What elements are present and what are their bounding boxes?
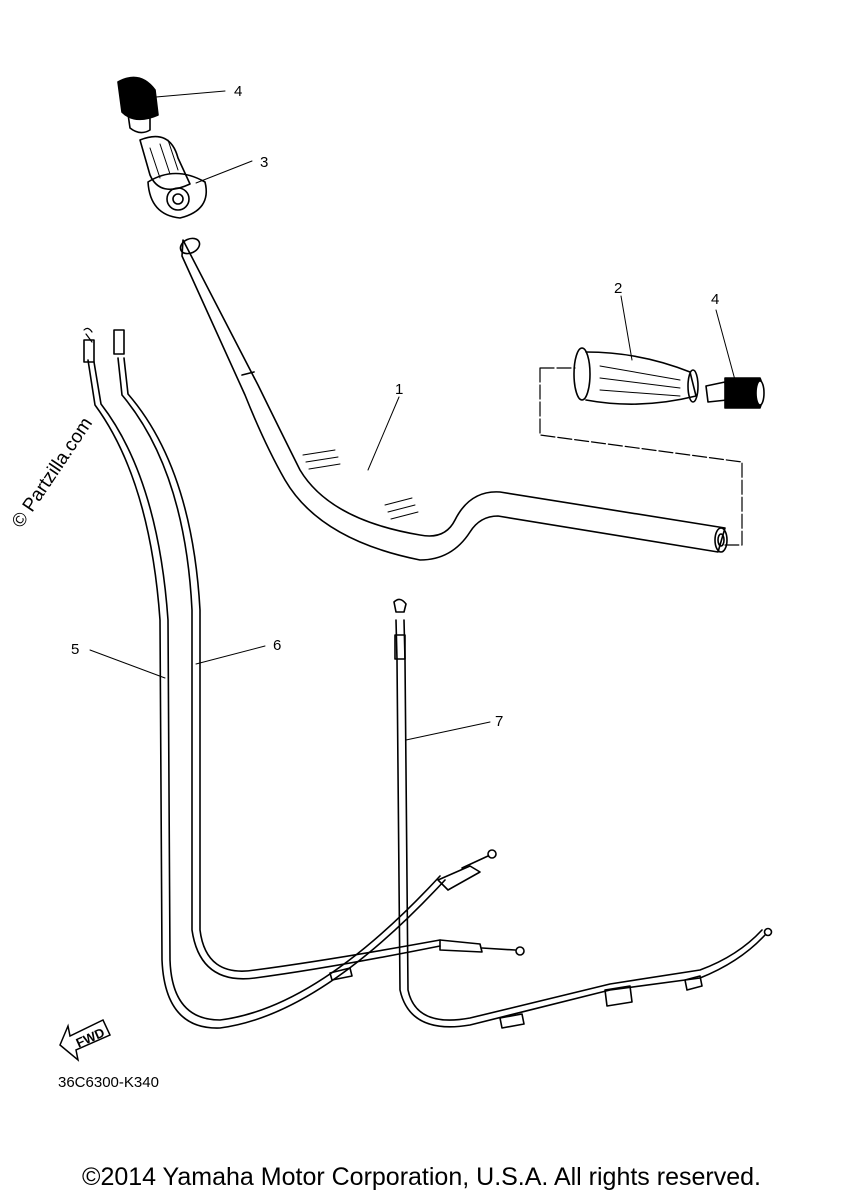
callout-1: 1 — [395, 381, 403, 398]
callout-4-right: 4 — [711, 291, 719, 308]
callout-3: 3 — [260, 154, 268, 171]
bar-end-weight-right — [705, 377, 765, 409]
copyright-notice: ©2014 Yamaha Motor Corporation, U.S.A. A… — [82, 1163, 761, 1191]
right-grip — [573, 347, 699, 405]
callout-7: 7 — [495, 713, 503, 730]
throttle-cable-6 — [113, 329, 525, 981]
fwd-label: FWD — [74, 1025, 107, 1051]
left-grip — [139, 135, 207, 219]
callout-6: 6 — [273, 637, 281, 654]
handlebar — [179, 237, 728, 561]
clutch-cable-7 — [393, 598, 773, 1029]
callout-4-top: 4 — [234, 83, 242, 100]
grip-placement-outline — [539, 367, 743, 546]
bar-end-weight-top — [117, 76, 159, 134]
throttle-cable-5 — [83, 327, 497, 1029]
fwd-arrow-icon: FWD — [59, 1018, 112, 1062]
callout-5: 5 — [71, 641, 79, 658]
callout-2: 2 — [614, 280, 622, 297]
diagram-code: 36C6300-K340 — [58, 1074, 159, 1091]
leader-lines — [89, 90, 736, 741]
